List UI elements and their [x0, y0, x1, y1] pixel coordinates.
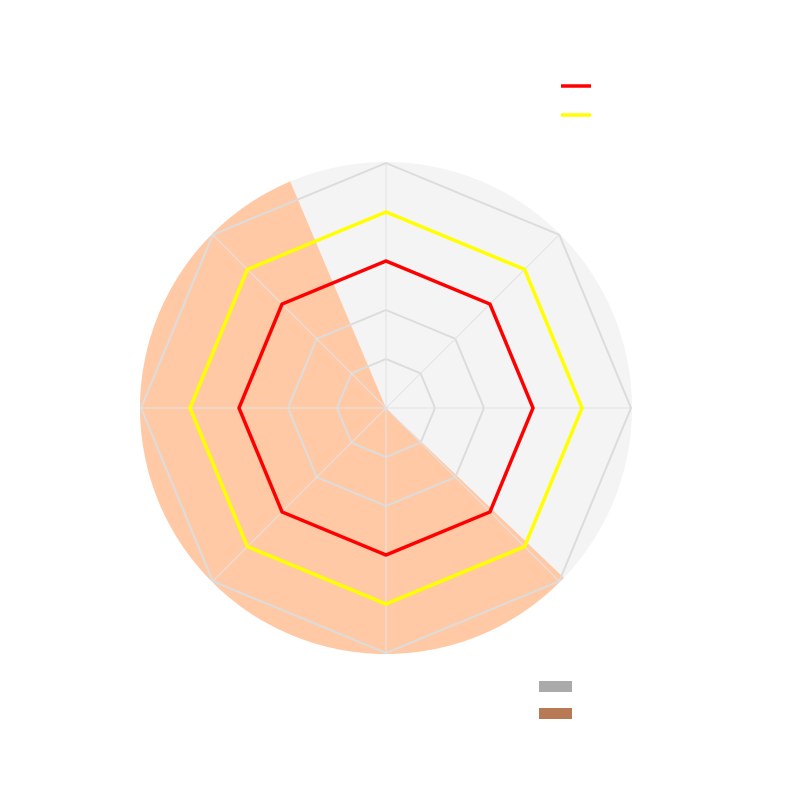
legend-bottom-swatch-2	[539, 708, 572, 719]
series-1-point-5	[384, 553, 388, 557]
series-1-point-8	[280, 302, 284, 306]
axis-spoke-4	[385, 407, 560, 582]
series-1-point-7	[237, 406, 241, 410]
legend-bottom	[539, 681, 572, 719]
radar-grid	[139, 161, 633, 655]
series-1-point-4	[488, 510, 492, 514]
series-2-point-3	[580, 406, 584, 410]
series-1-point-1	[384, 259, 388, 263]
radar-series	[188, 210, 584, 606]
legend-bottom-swatch-1	[539, 681, 572, 692]
series-1-point-3	[531, 406, 535, 410]
series-1-point-6	[280, 510, 284, 514]
series-2-point-6	[245, 544, 250, 549]
background-sector	[139, 181, 564, 654]
series-2-point-8	[245, 267, 250, 272]
legend-top	[561, 84, 591, 117]
series-2-point-2	[522, 267, 527, 272]
series-2-point-1	[384, 210, 388, 214]
axis-spoke-6	[212, 407, 387, 582]
series-2-point-7	[188, 406, 192, 410]
axis-spoke-8	[212, 234, 387, 409]
series-1-point-2	[488, 302, 492, 306]
series-2-point-5	[384, 602, 388, 606]
series-2-point-4	[522, 544, 527, 549]
axis-spoke-2	[385, 234, 560, 409]
